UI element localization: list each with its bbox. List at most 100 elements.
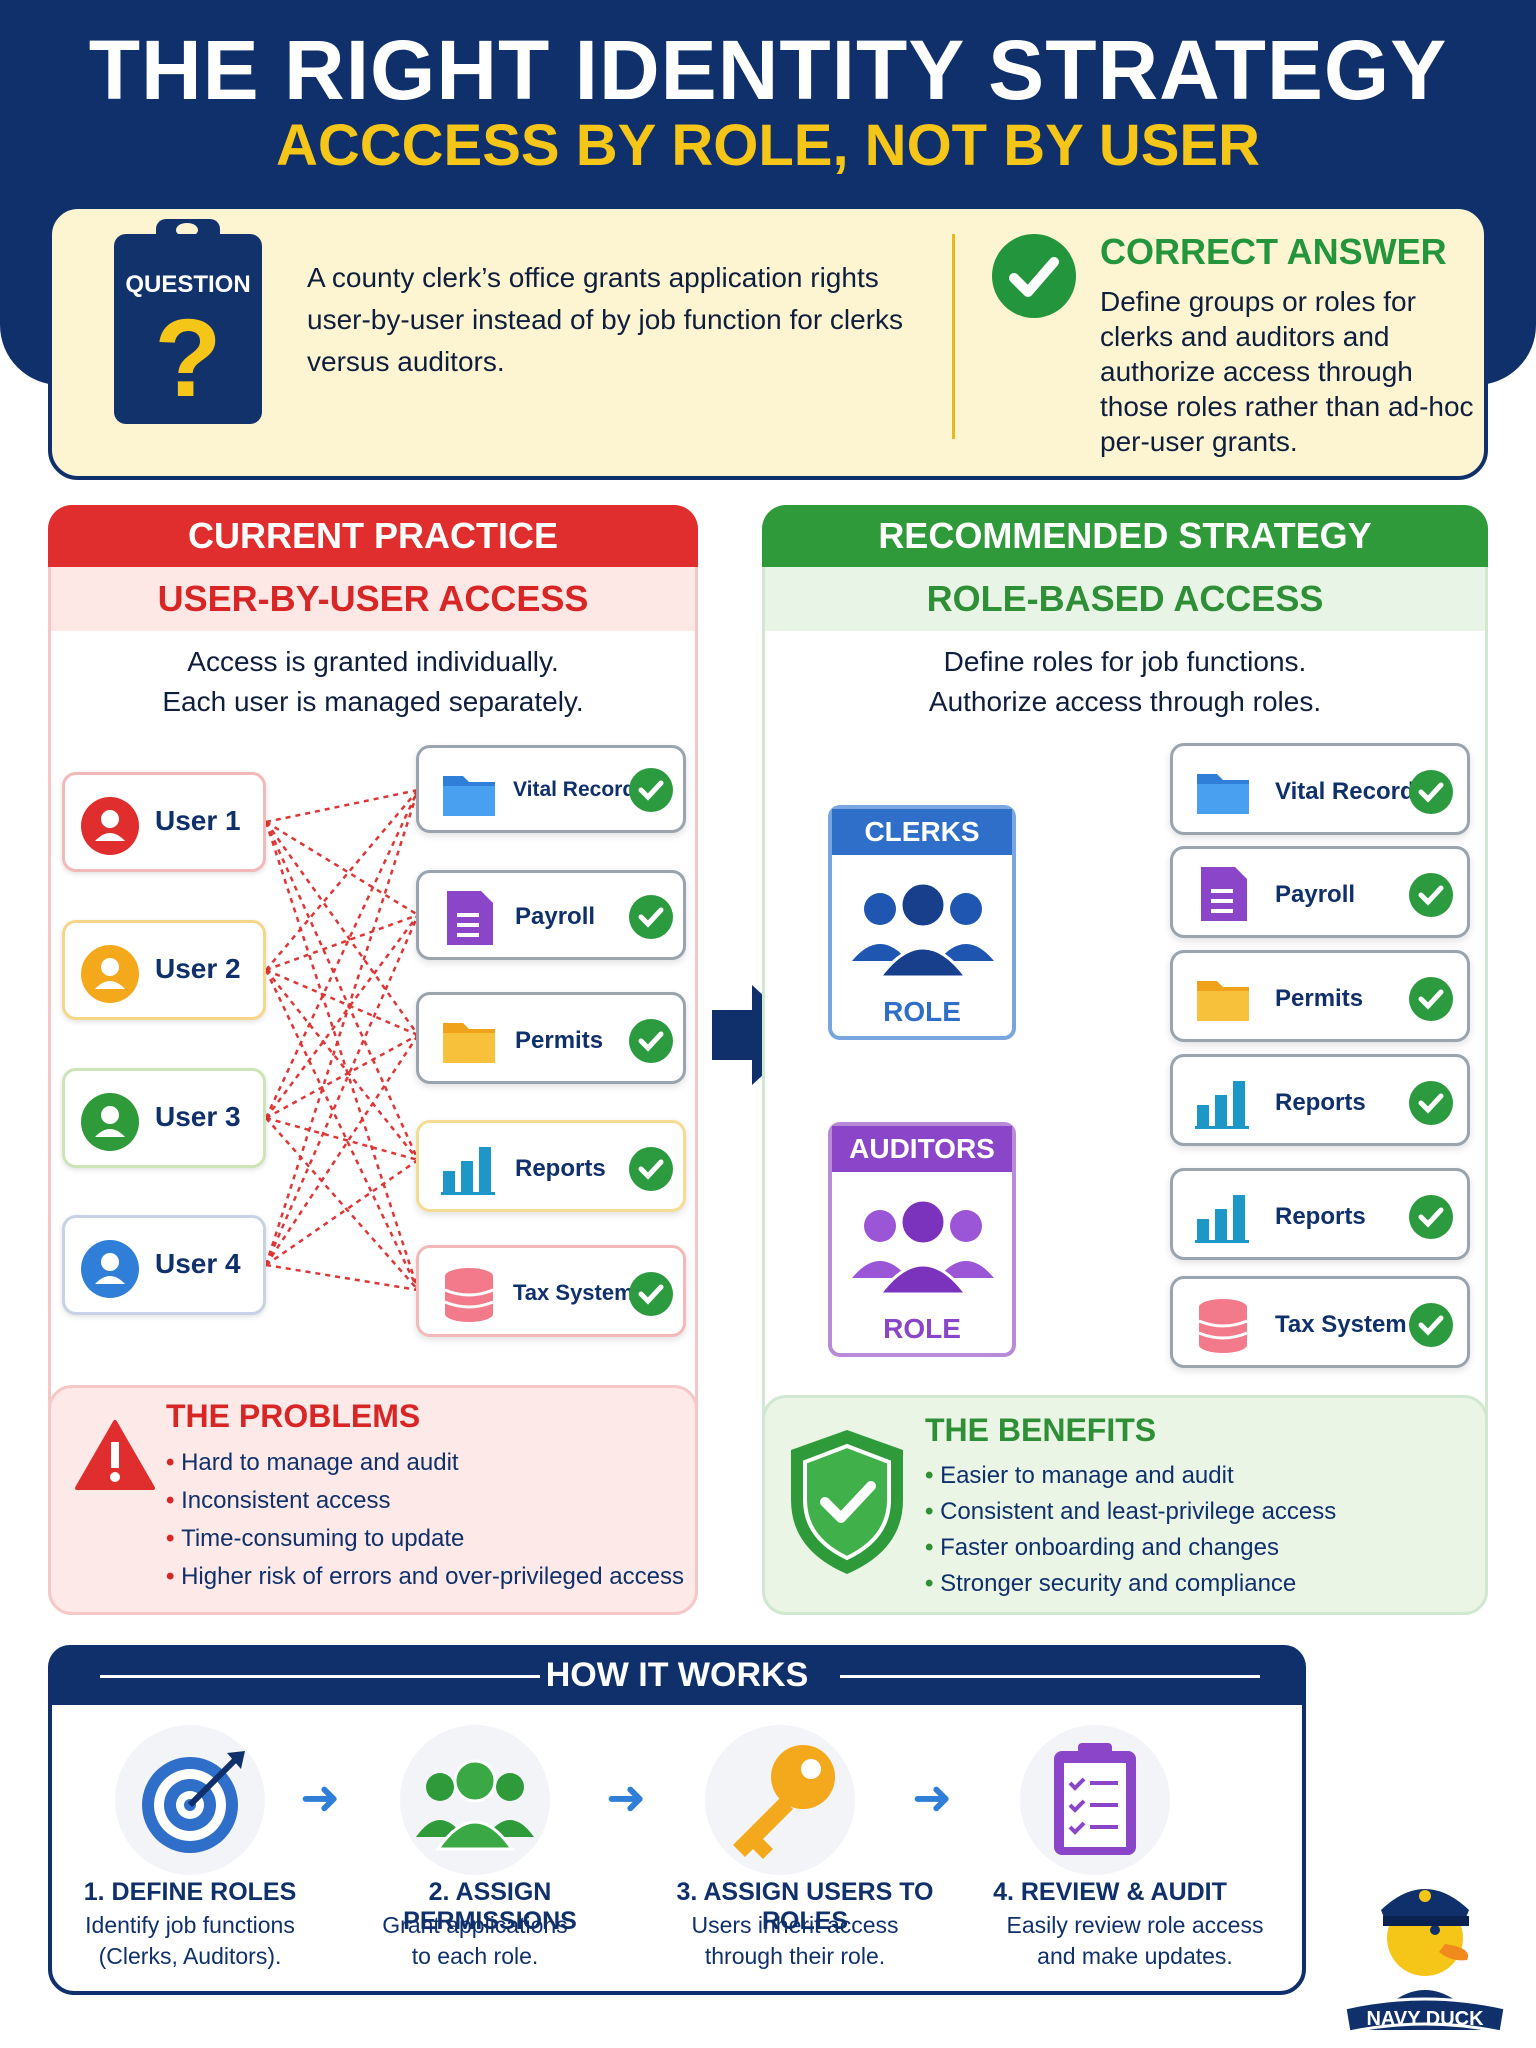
auditors-role-card[interactable]: AUDITORS ROLE [828, 1122, 1016, 1357]
clipboard-ring [176, 223, 198, 237]
step-desc-line: Easily review role access [1006, 1912, 1264, 1938]
mascot-label: NAVY DUCK [1366, 2008, 1484, 2030]
desc-line: Authorize access through roles. [928, 686, 1322, 717]
arrow-right-icon: ➜ [606, 1772, 647, 1825]
problem-item: Inconsistent access [166, 1482, 684, 1520]
how-it-works-title: HOW IT WORKS [545, 1656, 809, 1694]
app-label: Reports [1275, 1089, 1366, 1116]
app-card-vital-records[interactable]: Vital Records [416, 745, 686, 833]
key-icon [705, 1725, 855, 1875]
app-label: Tax System [1275, 1311, 1407, 1338]
app-card-permits[interactable]: Permits [416, 992, 686, 1084]
benefit-item: Consistent and least-privilege access [925, 1494, 1336, 1530]
app-label: Tax System [513, 1280, 634, 1305]
step-title: 1. DEFINE ROLES [83, 1878, 297, 1906]
navy-duck-logo: NAVY DUCK [1325, 1840, 1525, 2040]
page-subtitle: ACCCESS BY ROLE, NOT BY USER [275, 113, 1261, 178]
step-description: Easily review role access and make updat… [985, 1910, 1285, 1972]
app-card-tax-system[interactable]: Tax System [1170, 1276, 1470, 1368]
app-card-vital-records[interactable]: Vital Records [1170, 743, 1470, 835]
benefits-list: Easier to manage and audit Consistent an… [925, 1458, 1336, 1602]
role-label: ROLE [883, 996, 961, 1027]
user-label: User 4 [155, 1248, 241, 1279]
header-rule [840, 1675, 1260, 1678]
user-avatar-icon [81, 797, 139, 855]
user-label: User 1 [155, 805, 241, 836]
check-icon [629, 1147, 673, 1191]
step-desc-line: Identify job functions [85, 1912, 295, 1938]
benefit-item: Faster onboarding and changes [925, 1530, 1336, 1566]
app-card-payroll[interactable]: Payroll [416, 870, 686, 960]
clipboard-icon [114, 234, 262, 424]
group-icon [400, 1725, 550, 1875]
problems-list: Hard to manage and audit Inconsistent ac… [166, 1444, 684, 1596]
app-label: Permits [1275, 985, 1364, 1012]
answer-title: CORRECT ANSWER [1100, 231, 1447, 272]
problems-title: THE PROBLEMS [166, 1398, 421, 1434]
step-description: Users inherit access through their role. [665, 1910, 925, 1972]
user-card-3[interactable]: User 3 [62, 1068, 266, 1168]
desc-line: Access is granted individually. [187, 646, 559, 677]
app-card-tax-system[interactable]: Tax System [416, 1245, 686, 1337]
check-icon [1409, 770, 1453, 814]
group-icon [850, 1196, 996, 1301]
database-icon [443, 1266, 495, 1329]
check-icon [1409, 1195, 1453, 1239]
step-desc-line: Users inherit access [691, 1912, 899, 1938]
role-based-subheader: ROLE-BASED ACCESS [765, 567, 1485, 631]
app-card-reports[interactable]: Reports [1170, 1054, 1470, 1146]
current-practice-description: Access is granted individually. Each use… [48, 642, 698, 722]
clerks-role-title: CLERKS [832, 809, 1012, 855]
bar-chart-icon [1195, 1077, 1251, 1134]
check-icon [629, 768, 673, 812]
user-avatar-icon [81, 1093, 139, 1151]
user-avatar-icon [81, 945, 139, 1003]
folder-icon [1195, 766, 1251, 821]
step-description: Grant applications to each role. [350, 1910, 600, 1972]
auditors-role-title: AUDITORS [832, 1126, 1012, 1172]
arrow-right-icon: ➜ [912, 1772, 953, 1825]
bar-chart-icon [441, 1143, 497, 1200]
user-card-4[interactable]: User 4 [62, 1215, 266, 1315]
user-card-1[interactable]: User 1 [62, 772, 266, 872]
user-label: User 3 [155, 1101, 241, 1132]
payroll-document-icon [443, 889, 497, 952]
benefit-item: Easier to manage and audit [925, 1458, 1336, 1494]
benefit-item: Stronger security and compliance [925, 1566, 1336, 1602]
page-title: THE RIGHT IDENTITY STRATEGY [88, 23, 1448, 117]
step-desc-line: through their role. [704, 1943, 886, 1969]
user-by-user-subheader: USER-BY-USER ACCESS [51, 567, 695, 631]
app-card-permits[interactable]: Permits [1170, 950, 1470, 1042]
check-circle-icon [992, 234, 1076, 318]
warning-icon [75, 1418, 155, 1495]
recommended-description: Define roles for job functions. Authoriz… [762, 642, 1488, 722]
folder-icon [441, 1015, 497, 1070]
problem-item: Time-consuming to update [166, 1520, 684, 1558]
problems-box: THE PROBLEMS Hard to manage and audit In… [48, 1385, 698, 1615]
shield-check-icon [785, 1426, 909, 1583]
app-card-reports[interactable]: Reports [1170, 1168, 1470, 1260]
app-card-payroll[interactable]: Payroll [1170, 846, 1470, 938]
user-label: User 2 [155, 953, 241, 984]
step-desc-line: Grant applications [382, 1912, 568, 1938]
clerks-role-card[interactable]: CLERKS ROLE [828, 805, 1016, 1040]
app-label: Reports [1275, 1203, 1366, 1230]
role-label: ROLE [883, 1313, 961, 1344]
question-answer-box: QUESTION ? A county clerk’s office grant… [48, 205, 1488, 480]
step-description: Identify job functions (Clerks, Auditors… [60, 1910, 320, 1972]
arrow-right-icon: ➜ [300, 1772, 341, 1825]
benefits-box: THE BENEFITS Easier to manage and audit … [762, 1395, 1488, 1615]
app-label: Payroll [1275, 881, 1356, 908]
check-icon [629, 1272, 673, 1316]
user-card-2[interactable]: User 2 [62, 920, 266, 1020]
step-title: 4. REVIEW & AUDIT [993, 1878, 1227, 1906]
problem-item: Hard to manage and audit [166, 1444, 684, 1482]
question-text: A county clerk’s office grants applicati… [307, 262, 904, 377]
app-card-reports[interactable]: Reports [416, 1120, 686, 1212]
checklist-icon [1020, 1725, 1170, 1875]
answer-text: Define groups or roles for clerks and au… [1100, 286, 1474, 457]
desc-line: Define roles for job functions. [943, 646, 1307, 677]
database-icon [1197, 1297, 1249, 1360]
question-label: QUESTION [125, 271, 251, 298]
group-icon [850, 879, 996, 984]
